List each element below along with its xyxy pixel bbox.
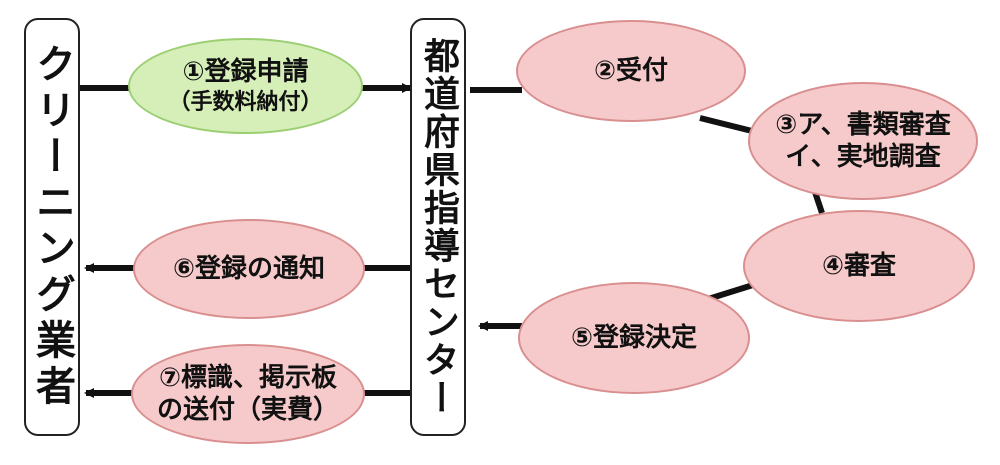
step-registration-decision-line1: ⑤登録決定 xyxy=(570,322,697,353)
step-register-request-line2: （手数料納付） xyxy=(168,89,323,115)
prefecture-center-label: 都道府県指導センター xyxy=(418,37,459,417)
step-registration-notice: ⑥登録の通知 xyxy=(133,219,365,319)
cleaning-business-box: クリーニング業者 xyxy=(24,18,80,436)
step-document-review-line2: イ、実地調査 xyxy=(785,142,941,172)
step-document-review: ③ア、書類審査 イ、実地調査 xyxy=(748,82,978,200)
step-sign-delivery-line1: ⑦標識、掲示板 xyxy=(158,362,337,393)
step-accept: ②受付 xyxy=(516,20,746,122)
step-accept-line1: ②受付 xyxy=(593,55,668,86)
step-register-request-line1: ①登録申請 xyxy=(182,57,309,87)
prefecture-center-box: 都道府県指導センター xyxy=(410,18,466,436)
step-register-request: ①登録申請 （手数料納付） xyxy=(128,38,363,134)
step-registration-decision: ⑤登録決定 xyxy=(518,282,750,394)
step-document-review-line1: ③ア、書類審査 xyxy=(775,109,951,140)
step-examination-line1: ④審査 xyxy=(821,250,896,281)
step-sign-delivery-line2: の送付（実費） xyxy=(156,395,339,425)
cleaning-business-label: クリーニング業者 xyxy=(29,43,75,411)
step-registration-notice-line1: ⑥登録の通知 xyxy=(172,253,325,284)
step-examination: ④審査 xyxy=(743,210,975,322)
step-sign-delivery: ⑦標識、掲示板 の送付（実費） xyxy=(131,344,365,444)
